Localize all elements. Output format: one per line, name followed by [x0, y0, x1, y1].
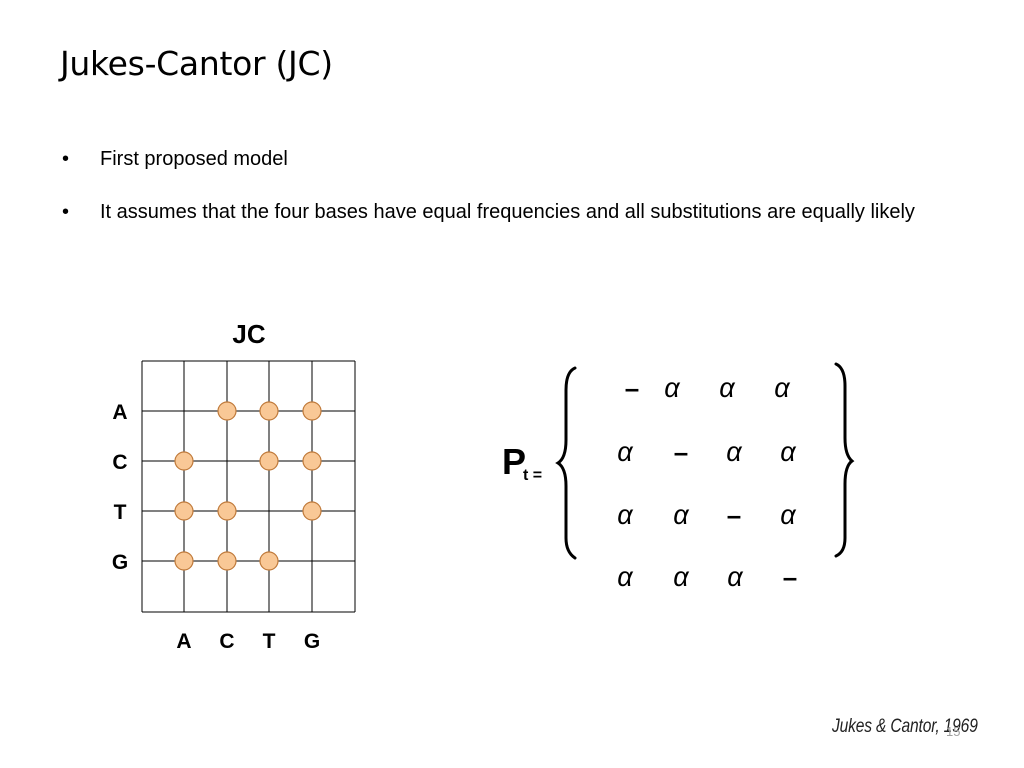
- substitution-dot: [217, 501, 237, 521]
- matrix-cell: α: [719, 373, 736, 403]
- substitution-dot: [259, 551, 279, 571]
- grid-column-label: T: [263, 630, 276, 653]
- slide-title: Jukes-Cantor (JC): [60, 44, 333, 83]
- grid-row-label: A: [112, 401, 127, 424]
- bullet-marker: •: [62, 201, 70, 223]
- substitution-dot: [302, 401, 322, 421]
- matrix-cell: –: [783, 562, 797, 592]
- matrix-cell: α: [617, 437, 634, 467]
- matrix-subscript: t =: [523, 467, 542, 484]
- grid-row-label: T: [114, 501, 127, 524]
- matrix-cell: α: [780, 500, 797, 530]
- substitution-dot: [174, 501, 194, 521]
- matrix-cell: α: [617, 562, 634, 592]
- bullet-item: • First proposed model: [62, 146, 942, 173]
- grid-column-label: A: [176, 630, 191, 653]
- bullet-text: First proposed model: [100, 148, 288, 170]
- matrix-cell: α: [774, 373, 791, 403]
- substitution-dot: [174, 551, 194, 571]
- grid-column-label: C: [219, 630, 234, 653]
- grid-row-label: G: [112, 551, 128, 574]
- bullet-text: It assumes that the four bases have equa…: [100, 201, 915, 223]
- grid-row-label: C: [112, 451, 127, 474]
- bullet-list: • First proposed model • It assumes that…: [62, 146, 942, 252]
- matrix-cell: –: [674, 437, 688, 467]
- matrix-cell: α: [673, 500, 690, 530]
- bullet-marker: •: [62, 148, 70, 170]
- substitution-grid-diagram: JC A C T G A C T G: [112, 319, 356, 653]
- slide-number: 15: [946, 724, 961, 739]
- substitution-dot: [302, 501, 322, 521]
- matrix-cell: α: [617, 500, 634, 530]
- substitution-dot: [217, 401, 237, 421]
- substitution-dot: [174, 451, 194, 471]
- matrix-cell: α: [780, 437, 797, 467]
- bullet-item: • It assumes that the four bases have eq…: [62, 199, 942, 226]
- matrix-symbol: P: [502, 441, 526, 482]
- matrix-cell: α: [673, 562, 690, 592]
- matrix-cell: α: [726, 437, 743, 467]
- citation: Jukes & Cantor, 1969: [832, 716, 978, 737]
- substitution-dot: [259, 451, 279, 471]
- matrix-cell: α: [664, 373, 681, 403]
- substitution-dot: [217, 551, 237, 571]
- left-brace: [555, 366, 577, 560]
- substitution-dot: [302, 451, 322, 471]
- matrix-cell: –: [625, 373, 639, 403]
- matrix-cell: α: [727, 562, 744, 592]
- substitution-dot: [259, 401, 279, 421]
- right-brace: [834, 362, 855, 558]
- matrix-cell: –: [727, 500, 741, 530]
- grid-heading: JC: [232, 319, 265, 349]
- grid-column-label: G: [304, 630, 320, 653]
